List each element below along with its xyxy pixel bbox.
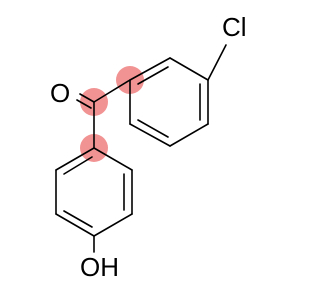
bond-carbonyl-to-upper-ring (93, 79, 131, 103)
carbonyl-double-bond (76, 99, 92, 109)
molecule-drawing: Cl O OH (50, 12, 247, 282)
bond (93, 213, 133, 237)
bond-carbon-chlorine (207, 44, 227, 81)
atom-highlights (80, 66, 144, 162)
double-bond-inner (137, 119, 169, 138)
double-bond-inner (63, 156, 93, 175)
chlorine-label: Cl (222, 12, 247, 42)
carbonyl-group (76, 79, 131, 149)
carbonyl-oxygen-label: O (50, 78, 70, 108)
double-bond-inner (63, 210, 93, 228)
bond (129, 123, 171, 147)
carbonyl-double-bond (79, 93, 95, 103)
double-bond-inner (137, 66, 169, 85)
bond (55, 213, 95, 237)
bond (93, 147, 133, 171)
chlorophenyl-ring (129, 57, 209, 147)
hydroxyphenyl-ring (55, 147, 133, 237)
hydroxyl-label: OH (80, 252, 119, 282)
bond (129, 57, 171, 81)
bond (169, 57, 209, 81)
bond (169, 123, 209, 147)
bond (55, 147, 95, 171)
structure-diagram: Cl O OH (50, 12, 247, 282)
